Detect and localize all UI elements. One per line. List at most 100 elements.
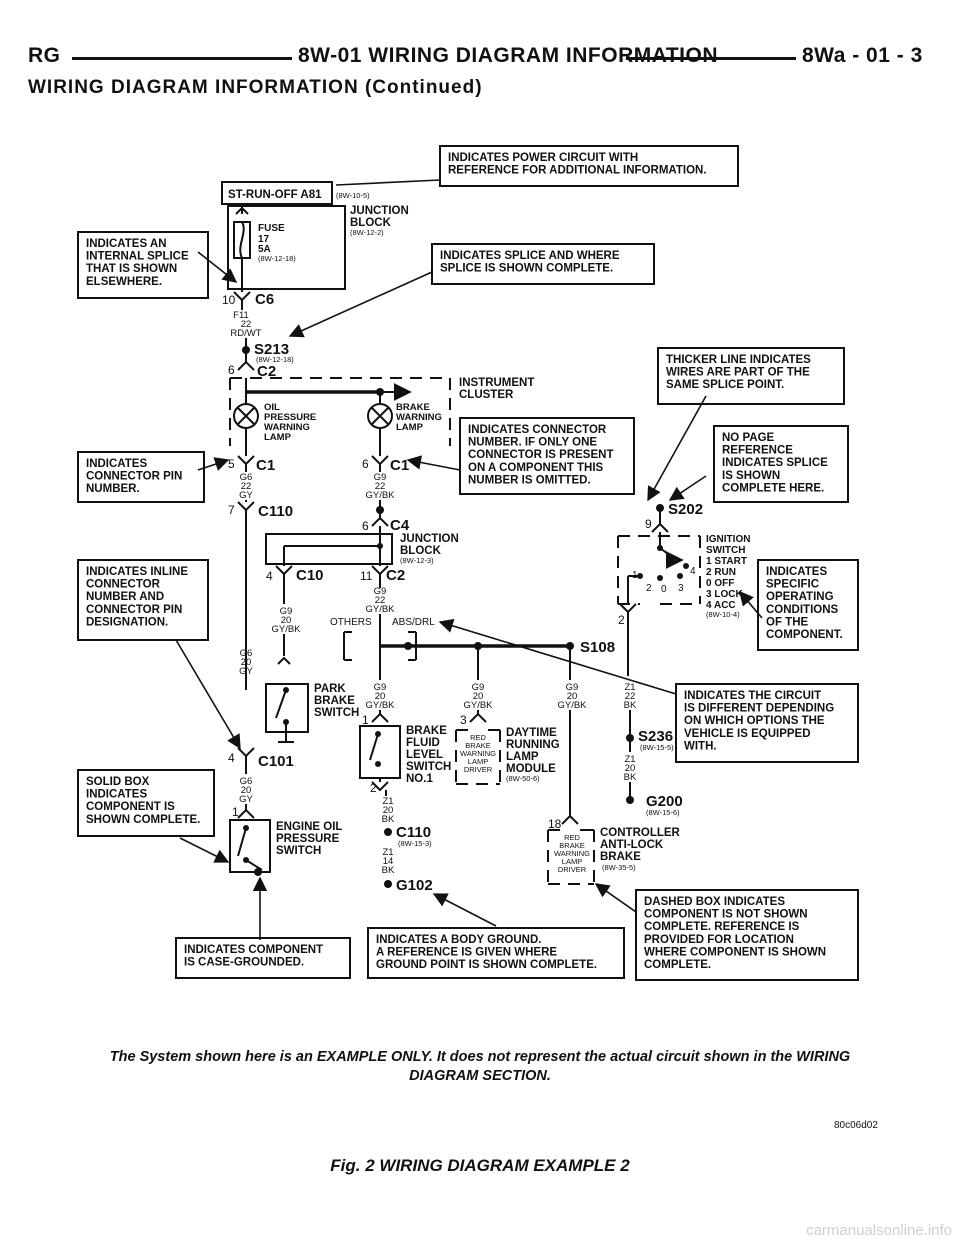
svg-text:FUSE: FUSE [258, 223, 285, 234]
svg-text:C101: C101 [258, 753, 294, 770]
svg-text:OTHERS: OTHERS [330, 617, 372, 628]
header-right: 8Wa - 01 - 3 [802, 44, 923, 67]
page-subtitle: WIRING DIAGRAM INFORMATION (Continued) [28, 77, 483, 98]
callout-line: INDICATES SPLICE AND WHERE [440, 250, 620, 262]
callout-line: REFERENCE FOR ADDITIONAL INFORMATION. [448, 165, 707, 177]
svg-text:20: 20 [473, 691, 484, 702]
svg-text:S202: S202 [668, 501, 703, 518]
svg-text:CLUSTER: CLUSTER [459, 389, 514, 401]
callout-line: SHOWN COMPLETE. [86, 814, 200, 826]
svg-text:RUNNING: RUNNING [506, 739, 560, 751]
svg-text:C110: C110 [396, 824, 431, 841]
callout-line: OPERATING [766, 591, 834, 603]
svg-text:3: 3 [678, 583, 684, 594]
svg-text:20: 20 [383, 805, 394, 816]
callout-line: INDICATES COMPONENT [184, 944, 323, 956]
ground-g200 [626, 796, 634, 804]
svg-text:ABS/DRL: ABS/DRL [392, 617, 435, 628]
page-header: RG 8W-01 WIRING DIAGRAM INFORMATION 8Wa … [28, 44, 934, 72]
callout-line: THICKER LINE INDICATES [666, 354, 811, 366]
svg-text:WARNING: WARNING [554, 849, 590, 858]
svg-text:GY: GY [239, 794, 253, 805]
svg-text:PRESSURE: PRESSURE [276, 833, 340, 845]
header-rule-left [72, 57, 292, 60]
svg-text:(8W-35-5): (8W-35-5) [602, 863, 636, 872]
callout-line: WIRES ARE PART OF THE [666, 367, 810, 379]
svg-text:SWITCH: SWITCH [706, 545, 745, 556]
svg-text:GY: GY [239, 666, 253, 677]
svg-text:22: 22 [625, 691, 636, 702]
header-center: 8W-01 WIRING DIAGRAM INFORMATION [298, 44, 719, 67]
callout-line: COMPLETE. [644, 959, 711, 971]
callout-line: INDICATES POWER CIRCUIT WITH [448, 152, 638, 164]
svg-text:LAMP: LAMP [506, 751, 539, 763]
svg-text:RED: RED [564, 833, 580, 842]
callout-line: VEHICLE IS EQUIPPED [684, 728, 811, 740]
callout-line: SOLID BOX [86, 776, 150, 788]
callout-line: CONNECTOR PIN [86, 604, 182, 616]
svg-text:Z1: Z1 [624, 754, 635, 765]
svg-text:22: 22 [241, 481, 252, 492]
svg-text:ENGINE OIL: ENGINE OIL [276, 821, 342, 833]
svg-text:20: 20 [625, 763, 636, 774]
svg-text:(8W-50-6): (8W-50-6) [506, 774, 540, 783]
svg-text:1: 1 [232, 805, 239, 819]
svg-text:GY: GY [239, 490, 253, 501]
svg-text:2 RUN: 2 RUN [706, 567, 736, 578]
engine-oil-pressure-switch [229, 819, 271, 873]
brake-warning-lamp [367, 403, 393, 429]
svg-text:SWITCH: SWITCH [314, 707, 359, 719]
svg-text:1 START: 1 START [706, 556, 747, 567]
svg-text:BRAKE: BRAKE [396, 402, 430, 413]
oil-pressure-lamp [233, 403, 259, 429]
callout-line: INDICATES AN [86, 238, 167, 250]
callout-line: ON WHICH OPTIONS THE [684, 715, 825, 727]
svg-text:4: 4 [690, 566, 696, 577]
callout-line: GROUND POINT IS SHOWN COMPLETE. [376, 959, 597, 971]
svg-text:G102: G102 [396, 877, 433, 894]
svg-text:NO.1: NO.1 [406, 773, 433, 785]
callout-line: COMPONENT. [766, 629, 843, 641]
st-run-off-ref: (8W-10-5) [336, 191, 370, 200]
example-note: The System shown here is an EXAMPLE ONLY… [109, 1049, 851, 1084]
callout-line: DESIGNATION. [86, 616, 168, 628]
svg-text:2: 2 [618, 613, 625, 627]
callout-line: COMPLETE HERE. [722, 482, 824, 494]
svg-text:G200: G200 [646, 793, 683, 810]
svg-text:WARNING: WARNING [396, 412, 442, 423]
svg-text:BRAKE: BRAKE [314, 695, 355, 707]
svg-text:(8W-15-5): (8W-15-5) [640, 743, 674, 752]
svg-text:4: 4 [228, 751, 235, 765]
svg-text:FLUID: FLUID [406, 737, 440, 749]
svg-text:RD/WT: RD/WT [230, 328, 261, 339]
svg-text:BRAKE: BRAKE [406, 725, 447, 737]
callout-line: IS SHOWN [722, 470, 780, 482]
header-rule-right [626, 57, 796, 60]
svg-text:GY/BK: GY/BK [365, 700, 395, 711]
callout-line: INDICATES CONNECTOR [468, 424, 607, 436]
callout-line: INDICATES SPLICE [722, 457, 828, 469]
svg-text:BK: BK [624, 772, 637, 783]
callout-line: INDICATES [86, 789, 147, 801]
svg-text:BK: BK [382, 865, 395, 876]
watermark: carmanualsonline.info [806, 1222, 952, 1239]
callout-line: INDICATES A BODY GROUND. [376, 934, 541, 946]
jb1-label: JUNCTION BLOCK (8W-12-2) [350, 205, 409, 237]
svg-text:Z1: Z1 [624, 682, 635, 693]
callout-line: ELSEWHERE. [86, 276, 162, 288]
svg-text:DRIVER: DRIVER [464, 765, 493, 774]
svg-text:2: 2 [646, 583, 652, 594]
svg-text:20: 20 [241, 657, 252, 668]
svg-text:S213: S213 [254, 341, 289, 358]
svg-text:G9: G9 [472, 682, 485, 693]
svg-text:C1: C1 [256, 457, 275, 474]
svg-text:C10: C10 [296, 567, 324, 584]
